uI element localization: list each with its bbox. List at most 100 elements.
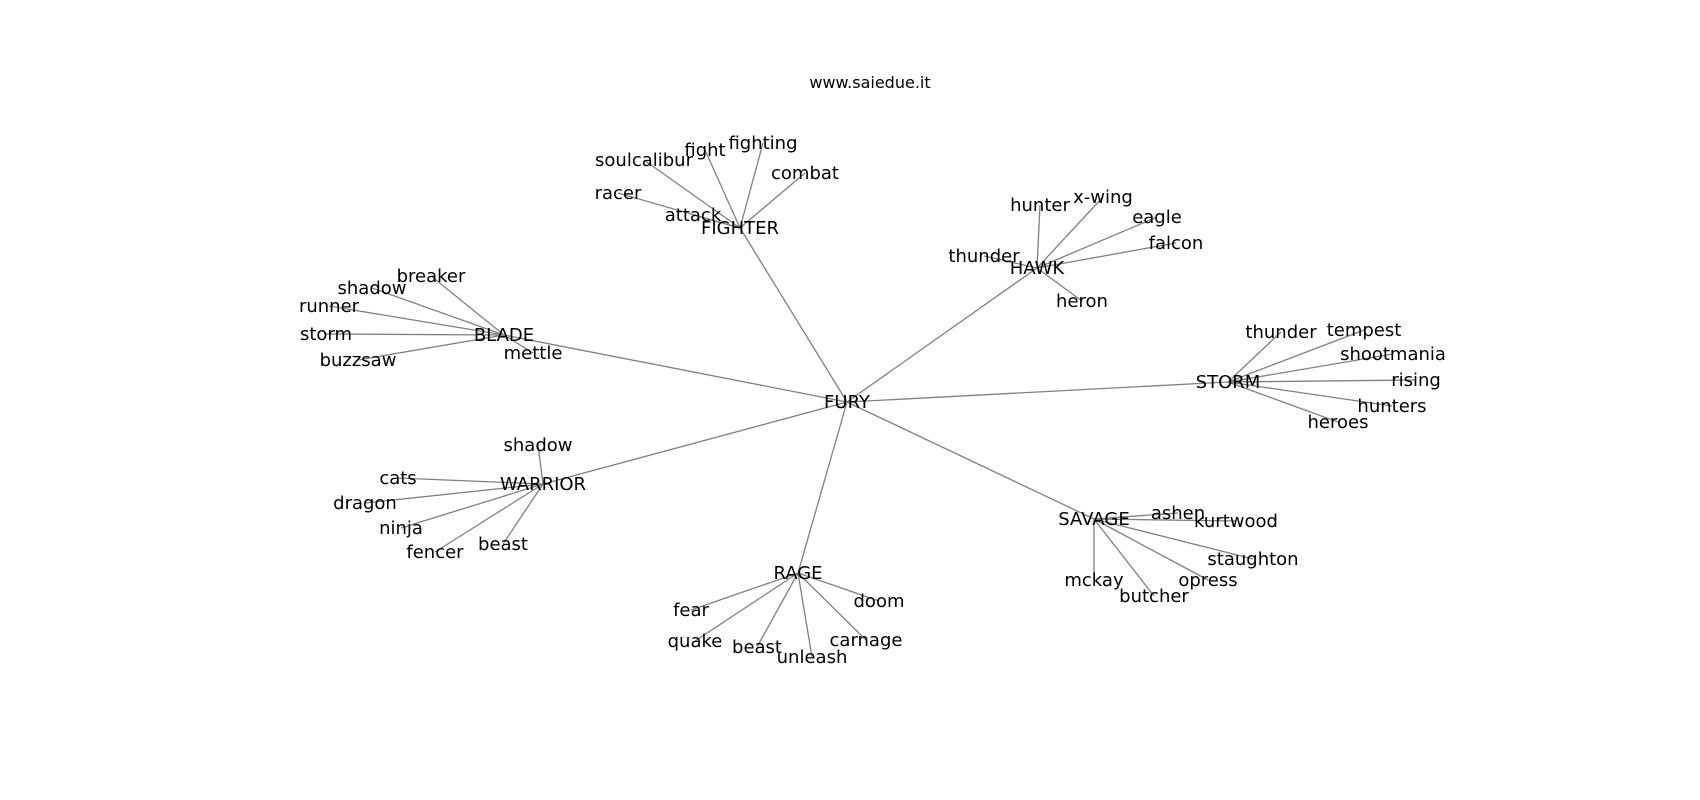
- node-leaf-rage-unleash: unleash: [777, 647, 848, 668]
- edge-fighter-fight: [704, 149, 741, 229]
- edge-blade-shadow: [371, 287, 505, 336]
- node-leaf-blade-buzzsaw: buzzsaw: [320, 350, 397, 371]
- node-hub-savage: SAVAGE: [1058, 509, 1129, 530]
- node-leaf-savage-mckay: mckay: [1064, 570, 1124, 591]
- node-leaf-warrior-shadow: shadow: [504, 435, 573, 456]
- edge-rage-carnage: [797, 572, 867, 641]
- edge-warrior-cats: [397, 477, 544, 485]
- node-leaf-hawk-x-wing: x-wing: [1073, 187, 1133, 208]
- edge-blade-buzzsaw: [357, 334, 505, 361]
- node-leaf-hawk-heron: heron: [1056, 291, 1108, 312]
- node-leaf-storm-shootmania: shootmania: [1340, 344, 1446, 365]
- node-hub-hawk: HAWK: [1010, 258, 1066, 279]
- edge-fighter-soulcalibur: [643, 159, 741, 229]
- edge-storm-rising: [1227, 379, 1417, 383]
- edge-savage-staughton: [1093, 518, 1254, 560]
- edge-savage-kurtwood: [1093, 518, 1237, 522]
- edge-warrior-dragon: [364, 483, 544, 504]
- edge-hawk-thunder: [983, 255, 1038, 269]
- node-leaf-warrior-ninja: ninja: [379, 518, 423, 539]
- node-leaf-hawk-eagle: eagle: [1132, 207, 1182, 228]
- edge-hawk-falcon: [1036, 242, 1177, 269]
- node-center: FURY: [824, 392, 871, 413]
- node-leaf-warrior-cats: cats: [379, 468, 416, 489]
- edge-savage-butcher: [1093, 518, 1155, 597]
- node-leaf-fighter-fight: fight: [684, 140, 725, 161]
- node-leaf-savage-staughton: staughton: [1207, 549, 1298, 570]
- node-leaf-blade-mettle: mettle: [504, 343, 563, 364]
- edge-fury-fighter: [739, 227, 848, 403]
- node-leaf-fighter-attack: attack: [665, 205, 722, 226]
- node-leaf-blade-shadow: shadow: [338, 278, 407, 299]
- node-leaf-blade-runner: runner: [299, 296, 360, 317]
- edge-hawk-eagle: [1036, 216, 1158, 269]
- node-leaf-fighter-racer: racer: [595, 183, 642, 204]
- node-leaf-hawk-thunder: thunder: [948, 246, 1020, 267]
- node-hub-blade: BLADE: [474, 325, 534, 346]
- node-leaf-warrior-dragon: dragon: [333, 493, 397, 514]
- edge-fury-savage: [846, 401, 1095, 520]
- node-leaf-savage-opress: opress: [1178, 570, 1237, 591]
- node-leaf-storm-thunder: thunder: [1245, 322, 1317, 343]
- node-leaf-rage-beast: beast: [732, 637, 782, 658]
- edge-rage-doom: [797, 572, 880, 602]
- node-leaf-rage-fear: fear: [673, 600, 709, 621]
- node-leaf-fighter-soulcalibur: soulcalibur: [595, 150, 694, 171]
- node-leaf-storm-tempest: tempest: [1327, 320, 1402, 341]
- node-leaf-fighter-combat: combat: [771, 163, 839, 184]
- node-leaf-warrior-beast: beast: [478, 534, 528, 555]
- edge-savage-ashen: [1093, 512, 1179, 520]
- edge-fighter-combat: [739, 172, 806, 229]
- edge-blade-breaker: [430, 275, 505, 336]
- edge-fighter-fighting: [739, 142, 764, 229]
- node-hub-warrior: WARRIOR: [500, 474, 586, 495]
- node-leaf-hawk-falcon: falcon: [1149, 233, 1204, 254]
- edge-rage-unleash: [797, 572, 813, 658]
- node-leaf-savage-ashen: ashen: [1151, 503, 1205, 524]
- edge-fury-storm: [846, 381, 1229, 403]
- edge-fury-warrior: [542, 401, 848, 485]
- node-leaf-warrior-fencer: fencer: [406, 542, 464, 563]
- edge-rage-beast: [756, 572, 799, 648]
- edge-storm-heroes: [1227, 381, 1339, 423]
- edge-layer: [325, 142, 1417, 658]
- node-leaf-storm-hunters: hunters: [1357, 396, 1426, 417]
- edge-fury-hawk: [846, 267, 1038, 403]
- node-leaf-savage-butcher: butcher: [1119, 586, 1189, 607]
- node-leaf-rage-doom: doom: [854, 591, 905, 612]
- node-leaf-rage-quake: quake: [668, 631, 723, 652]
- edge-warrior-beast: [502, 483, 544, 545]
- edge-storm-shootmania: [1227, 353, 1394, 383]
- node-leaf-storm-rising: rising: [1391, 370, 1441, 391]
- edge-blade-runner: [328, 305, 505, 336]
- edge-blade-mettle: [503, 334, 534, 354]
- edge-storm-hunters: [1227, 381, 1393, 407]
- node-leaf-hawk-hunter: hunter: [1010, 195, 1070, 216]
- edge-fury-blade: [503, 334, 848, 403]
- edge-fury-rage: [797, 401, 848, 574]
- node-leaf-savage-kurtwood: kurtwood: [1194, 511, 1278, 532]
- edge-warrior-shadow: [537, 444, 544, 485]
- edge-rage-fear: [690, 572, 799, 611]
- node-leaf-blade-breaker: breaker: [397, 266, 466, 287]
- edge-blade-storm: [325, 333, 505, 336]
- edge-storm-tempest: [1227, 329, 1365, 383]
- node-leaf-rage-carnage: carnage: [830, 630, 903, 651]
- edge-hawk-heron: [1036, 267, 1083, 302]
- node-hub-fighter: FIGHTER: [701, 218, 779, 239]
- edge-warrior-fencer: [434, 483, 544, 553]
- edge-warrior-ninja: [400, 483, 544, 529]
- edge-rage-quake: [694, 572, 799, 642]
- node-hub-rage: RAGE: [773, 563, 822, 584]
- edge-fighter-attack: [692, 214, 741, 229]
- diagram-title: www.saiedue.it: [809, 73, 930, 92]
- edge-hawk-x-wing: [1036, 196, 1104, 269]
- edge-storm-thunder: [1227, 331, 1282, 383]
- edge-savage-opress: [1093, 518, 1209, 581]
- edge-hawk-hunter: [1036, 204, 1041, 269]
- node-leaf-blade-storm: storm: [300, 324, 352, 345]
- node-leaf-fighter-fighting: fighting: [728, 133, 797, 154]
- node-leaf-storm-heroes: heroes: [1308, 412, 1369, 433]
